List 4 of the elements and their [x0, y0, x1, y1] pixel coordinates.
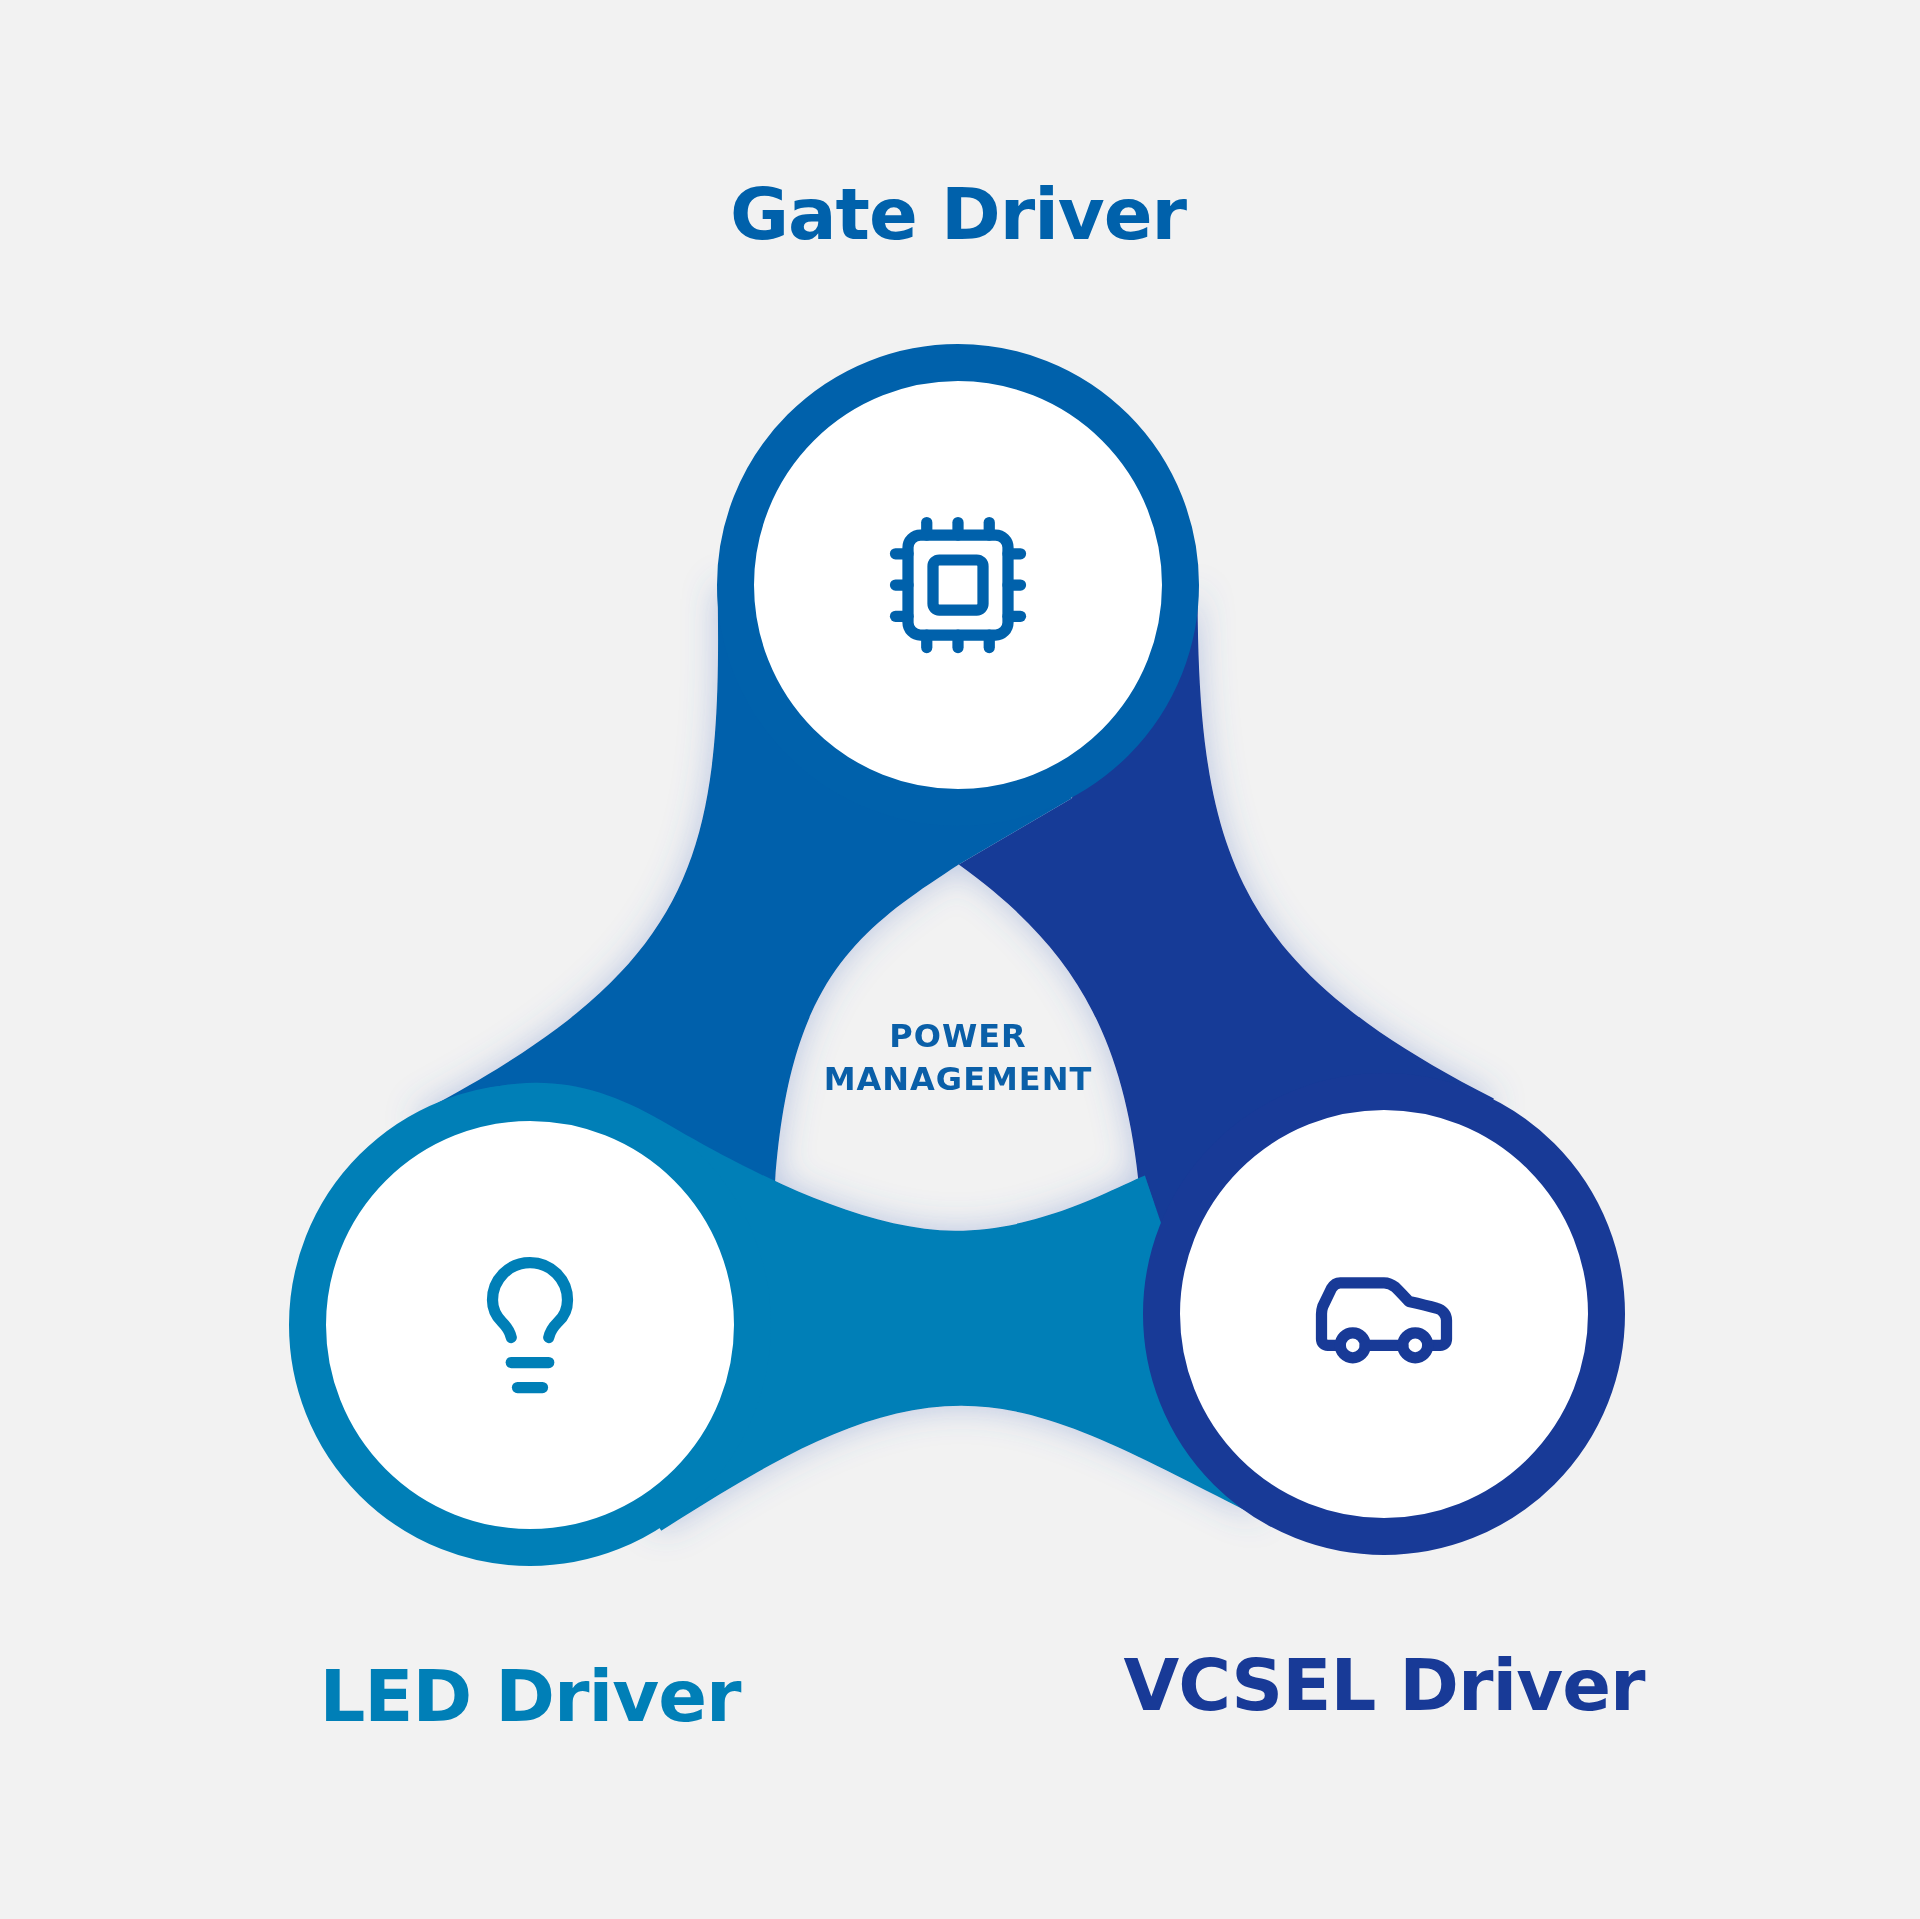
center-title: POWER MANAGEMENT [822, 1016, 1094, 1101]
driver-title: LED Driver [319, 1660, 741, 1732]
driver-title: Gate Driver [729, 178, 1187, 250]
driver-title: VCSEL Driver [1123, 1649, 1645, 1721]
